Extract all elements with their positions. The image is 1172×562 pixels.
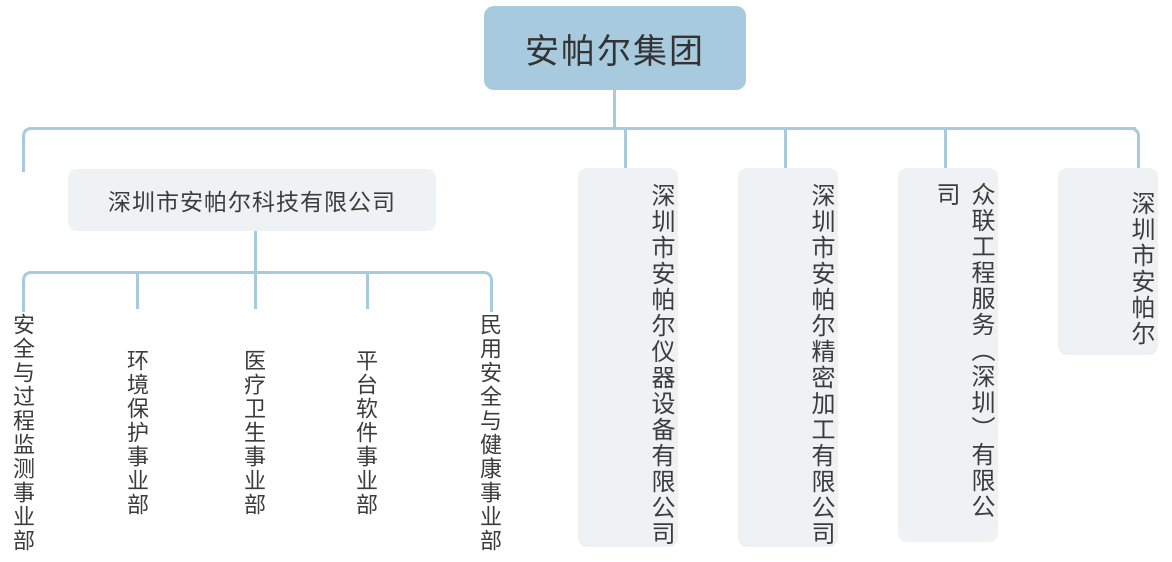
connector-dept-bus — [33, 271, 479, 274]
connector-dept-right-elbow — [478, 271, 493, 312]
org-node-instrument[interactable]: 深圳市安帕尔仪器设备有限公司 — [578, 168, 678, 547]
org-node-dept-civil[interactable]: 民用安全与健康事业部 — [477, 313, 502, 553]
org-node-tech[interactable]: 深圳市安帕尔科技有限公司 — [68, 169, 436, 231]
org-node-dept-safety[interactable]: 安全与过程监测事业部 — [10, 313, 35, 553]
org-node-dept-platform[interactable]: 平台软件事业部 — [353, 349, 378, 517]
connector-drop-precision — [784, 130, 787, 168]
connector-bus-right-elbow — [1125, 127, 1140, 172]
connector-drop-instrument — [624, 130, 627, 168]
org-node-root[interactable]: 安帕尔集团 — [484, 6, 746, 90]
connector-dept-left-elbow — [22, 271, 37, 312]
connector-tech-stem — [254, 231, 257, 273]
connector-drop-dept-medical — [254, 274, 257, 309]
org-node-dept-environment[interactable]: 环境保护事业部 — [124, 349, 149, 517]
org-node-dept-medical[interactable]: 医疗卫生事业部 — [241, 349, 266, 517]
org-node-precision[interactable]: 深圳市安帕尔精密加工有限公司 — [738, 168, 838, 547]
connector-drop-zhonglian — [944, 130, 947, 168]
connector-drop-dept-platform — [366, 274, 369, 309]
connector-level1-bus — [33, 127, 1136, 130]
org-node-shenzhen-anpaer[interactable]: 深圳市安帕尔 — [1058, 168, 1158, 355]
connector-bus-left-elbow — [22, 127, 37, 172]
org-node-zhonglian[interactable]: 众联工程服务（深圳）有限公司 — [898, 168, 998, 542]
connector-drop-dept-environment — [136, 274, 139, 309]
connector-root-stem — [613, 90, 616, 128]
